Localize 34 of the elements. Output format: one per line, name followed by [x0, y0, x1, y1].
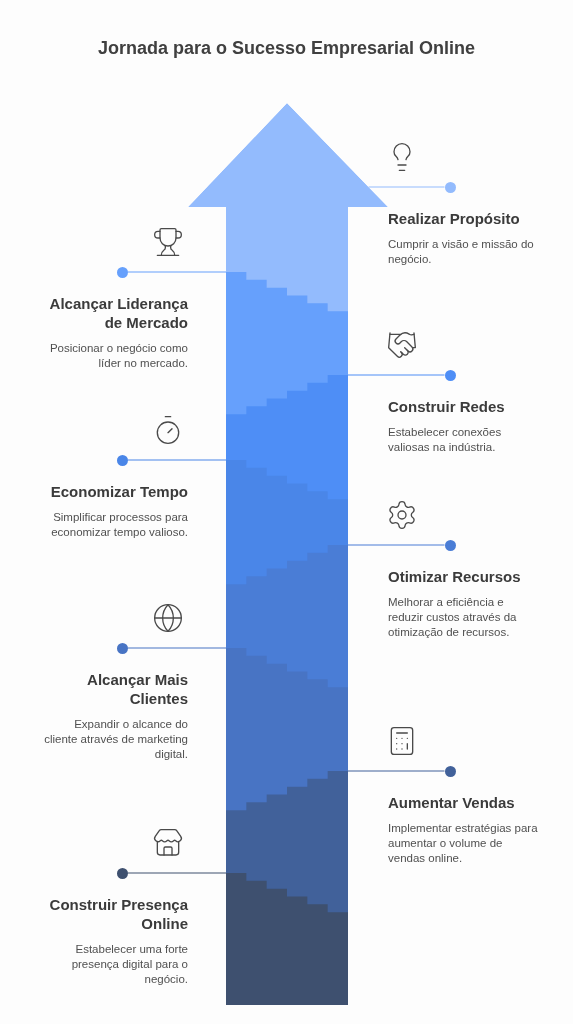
- step-heading: Construir Redes: [388, 397, 506, 416]
- step-heading: Realizar Propósito: [388, 209, 521, 228]
- step-heading: Alcançar Mais Clientes: [86, 670, 188, 708]
- step-description: Estabelecer conexões valiosas na indústria.: [388, 425, 503, 455]
- step-heading: Alcançar Liderança de Mercado: [48, 294, 188, 332]
- step-heading: Aumentar Vendas: [388, 793, 516, 812]
- step-description: Simplificar processos para economizar tempo valioso.: [50, 510, 188, 540]
- diagram-title: Jornada para o Sucesso Empresarial Online: [96, 38, 477, 59]
- leader-line: [347, 770, 446, 772]
- step-description: Posicionar o negócio como líder no mercado.: [48, 341, 188, 371]
- connector-dot: [116, 867, 128, 879]
- upward-arrow: [188, 103, 388, 1005]
- leader-line: [126, 872, 227, 874]
- step-description: Melhorar a eficiência e reduzir custos através da otimização de recursos.: [388, 595, 518, 640]
- leader-line: [347, 374, 446, 376]
- leader-line: [126, 459, 227, 461]
- step-heading: Economizar Tempo: [49, 482, 188, 501]
- step-description: Estabelecer uma forte presença digital para o negócio.: [70, 942, 188, 987]
- connector-dot: [444, 369, 456, 381]
- step-description: Cumprir a visão e missão do negócio.: [388, 237, 535, 267]
- step-description: Expandir o alcance do cliente através de marketing digital.: [43, 717, 188, 762]
- leader-line: [126, 647, 227, 649]
- leader-line: [126, 271, 227, 273]
- connector-dot: [444, 765, 456, 777]
- step-description: Implementar estratégias para aumentar o volume de vendas online.: [388, 821, 539, 866]
- step-heading: Construir Presença Online: [48, 895, 188, 933]
- leader-line: [347, 544, 446, 546]
- connector-dot: [116, 266, 128, 278]
- connector-dot: [116, 642, 128, 654]
- connector-dot: [444, 539, 456, 551]
- leader-line: [367, 186, 446, 188]
- connector-dot: [116, 454, 128, 466]
- connector-dot: [444, 181, 456, 193]
- step-heading: Otimizar Recursos: [388, 567, 522, 586]
